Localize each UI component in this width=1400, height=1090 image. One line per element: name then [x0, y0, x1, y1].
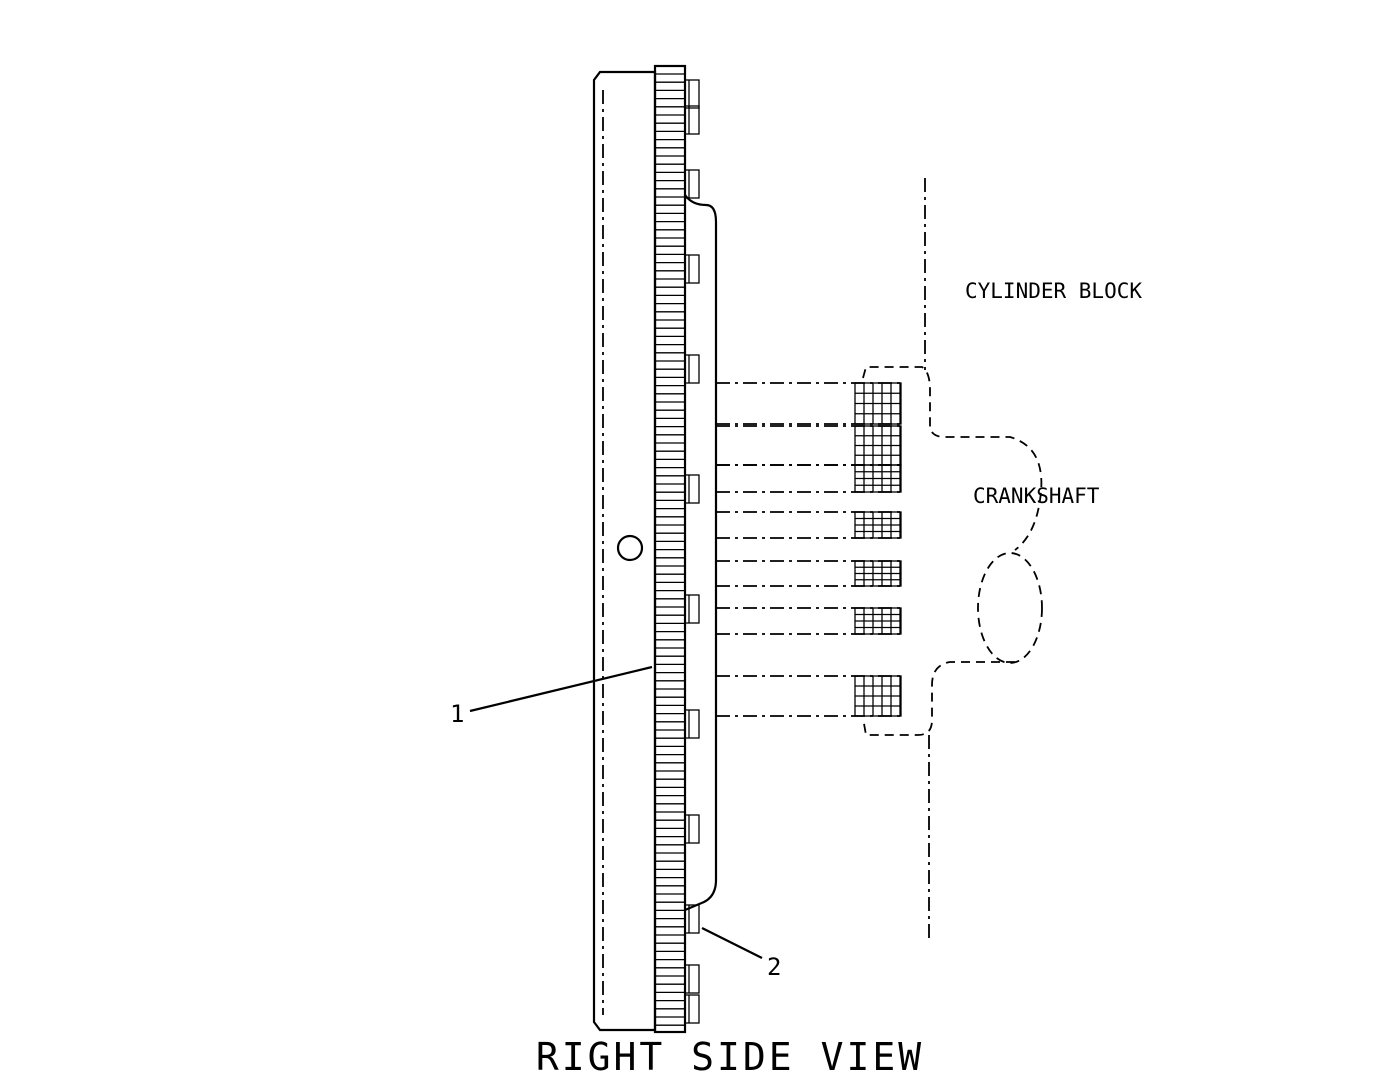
flywheel-body — [592, 70, 657, 1032]
callout-2: 2 — [767, 953, 781, 981]
cylinder-block-label: CYLINDER BLOCK — [965, 279, 1142, 303]
flywheel-bolt — [684, 169, 700, 199]
flywheel-bolt — [684, 474, 700, 504]
ring-gear — [653, 64, 687, 1034]
crankshaft-bolt — [716, 511, 902, 539]
crankshaft-bolt — [716, 675, 902, 717]
flywheel-bolt — [684, 709, 700, 739]
crankshaft-bolt — [716, 425, 902, 466]
crankshaft-bolt — [716, 464, 902, 493]
callout-1: 1 — [450, 700, 464, 728]
flywheel-bolt — [684, 254, 700, 284]
view-title: RIGHT SIDE VIEW — [536, 1035, 924, 1079]
crankshaft-label: CRANKSHAFT — [973, 484, 1100, 508]
crankshaft-bolt — [716, 560, 902, 587]
flywheel-bolt — [684, 105, 700, 135]
flywheel-bolt — [684, 79, 700, 109]
flywheel-bolt — [684, 994, 700, 1024]
flywheel-bolt — [684, 354, 700, 384]
flywheel-bolt — [684, 904, 700, 934]
crankshaft-bolt — [716, 607, 902, 635]
flywheel-bolt — [684, 964, 700, 994]
leader-line-2 — [701, 927, 763, 959]
flywheel-bolt — [684, 594, 700, 624]
flywheel-hub — [684, 194, 718, 912]
crankshaft-outline — [862, 366, 1043, 736]
flywheel-mounting-bolts — [684, 79, 700, 1024]
crankshaft-bolts — [716, 382, 902, 717]
flywheel-bolt — [684, 814, 700, 844]
crankshaft-bolt — [716, 382, 902, 425]
leader-line-1 — [469, 665, 653, 713]
cylinder-block-outline — [924, 178, 930, 940]
locating-hole — [616, 534, 644, 562]
